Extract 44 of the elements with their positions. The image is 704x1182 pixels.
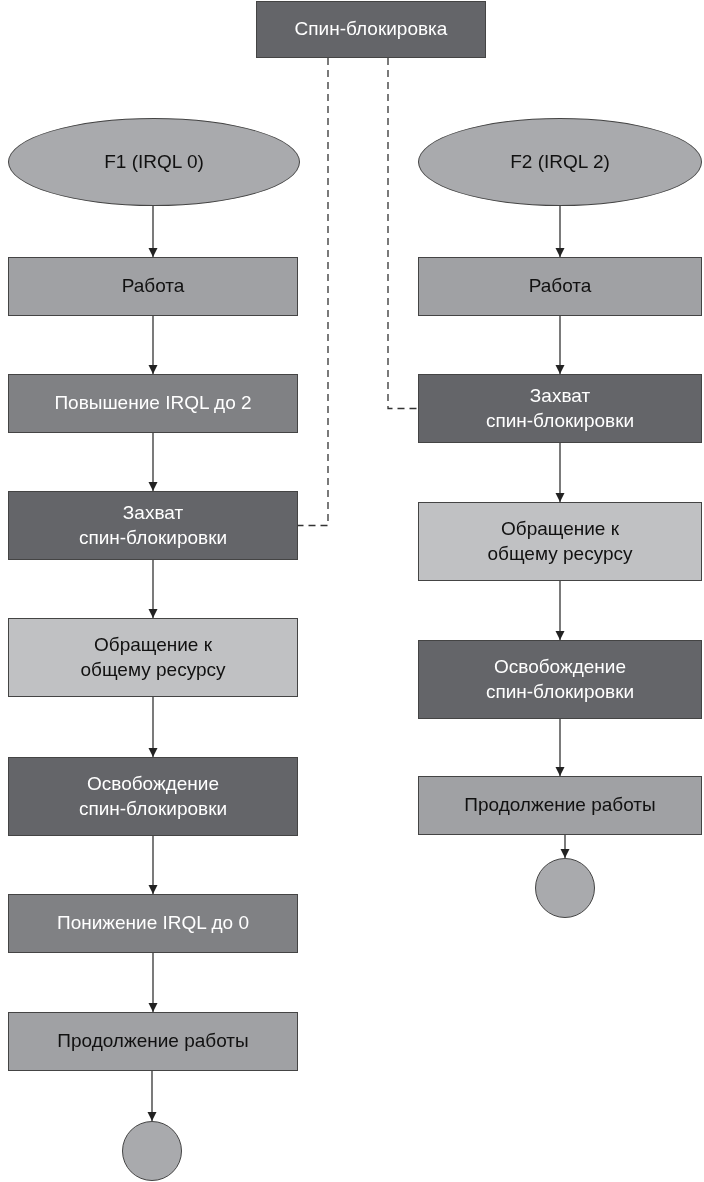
node-label: Продолжение работы <box>464 793 656 818</box>
process-box <box>418 502 702 581</box>
arrow <box>148 696 158 758</box>
process-box <box>8 894 298 953</box>
arrow <box>148 952 158 1013</box>
node-label: Работа <box>528 274 592 299</box>
arrow <box>560 834 570 859</box>
node-label: Обращение к общему ресурсу <box>486 516 634 566</box>
node-label: F1 (IRQL 0) <box>104 149 204 174</box>
arrow <box>555 315 565 375</box>
arrow <box>148 835 158 895</box>
process-box <box>8 491 298 560</box>
arrow <box>148 205 158 258</box>
node-label: Освобождение спин-блокировки <box>77 771 229 821</box>
process-box <box>8 1012 298 1071</box>
node-label: F2 (IRQL 2) <box>510 149 610 174</box>
node-label: Освобождение спин-блокировки <box>484 654 636 704</box>
dashed-connector <box>387 57 419 410</box>
arrow <box>555 580 565 641</box>
arrow <box>148 315 158 375</box>
node-label: Повышение IRQL до 2 <box>54 391 252 416</box>
process-box <box>8 618 298 697</box>
process-box <box>256 1 486 58</box>
node-label: Спин-блокировка <box>294 17 448 42</box>
arrow <box>555 442 565 503</box>
arrow <box>148 559 158 619</box>
node-label: Понижение IRQL до 0 <box>57 911 249 936</box>
arrow <box>148 432 158 492</box>
arrow <box>555 205 565 258</box>
process-box <box>418 257 702 316</box>
process-box <box>8 374 298 433</box>
node-label: Захват спин-блокировки <box>484 383 636 433</box>
process-box <box>418 640 702 719</box>
arrow <box>147 1070 157 1122</box>
process-box <box>8 257 298 316</box>
process-box <box>418 374 702 443</box>
arrow <box>555 718 565 777</box>
node-label: Продолжение работы <box>57 1029 249 1054</box>
dashed-connector <box>297 57 329 527</box>
node-label: Захват спин-блокировки <box>77 500 229 550</box>
process-box <box>418 776 702 835</box>
node-label: Работа <box>121 274 185 299</box>
process-box <box>8 757 298 836</box>
node-label: Обращение к общему ресурсу <box>79 632 227 682</box>
